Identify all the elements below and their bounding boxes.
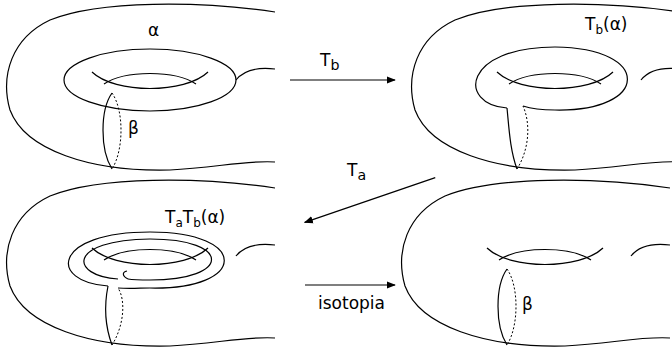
map-name: Ta xyxy=(345,160,368,185)
map-name: isotopia xyxy=(316,293,387,313)
torus-panel: TaTb(α) xyxy=(0,200,300,351)
curve-label: Tb(α) xyxy=(585,14,628,34)
curve-label: α xyxy=(148,20,159,40)
map-arrow xyxy=(290,79,395,80)
torus-panel: Tb(α) xyxy=(400,0,672,176)
torus-twisted-once xyxy=(412,4,672,170)
torus-panel: αβ xyxy=(0,0,285,176)
torus-alpha-beta xyxy=(7,4,275,170)
torus-twisted-twice xyxy=(7,180,275,346)
torus-panel: β xyxy=(400,200,672,351)
curve-label: β xyxy=(522,294,533,314)
map-arrow xyxy=(305,284,395,285)
map-name: Tb xyxy=(318,50,341,75)
curve-label: TaTb(α) xyxy=(165,207,225,227)
map-arrow xyxy=(305,178,436,223)
curve-label: β xyxy=(128,118,139,138)
torus-beta xyxy=(402,180,670,346)
